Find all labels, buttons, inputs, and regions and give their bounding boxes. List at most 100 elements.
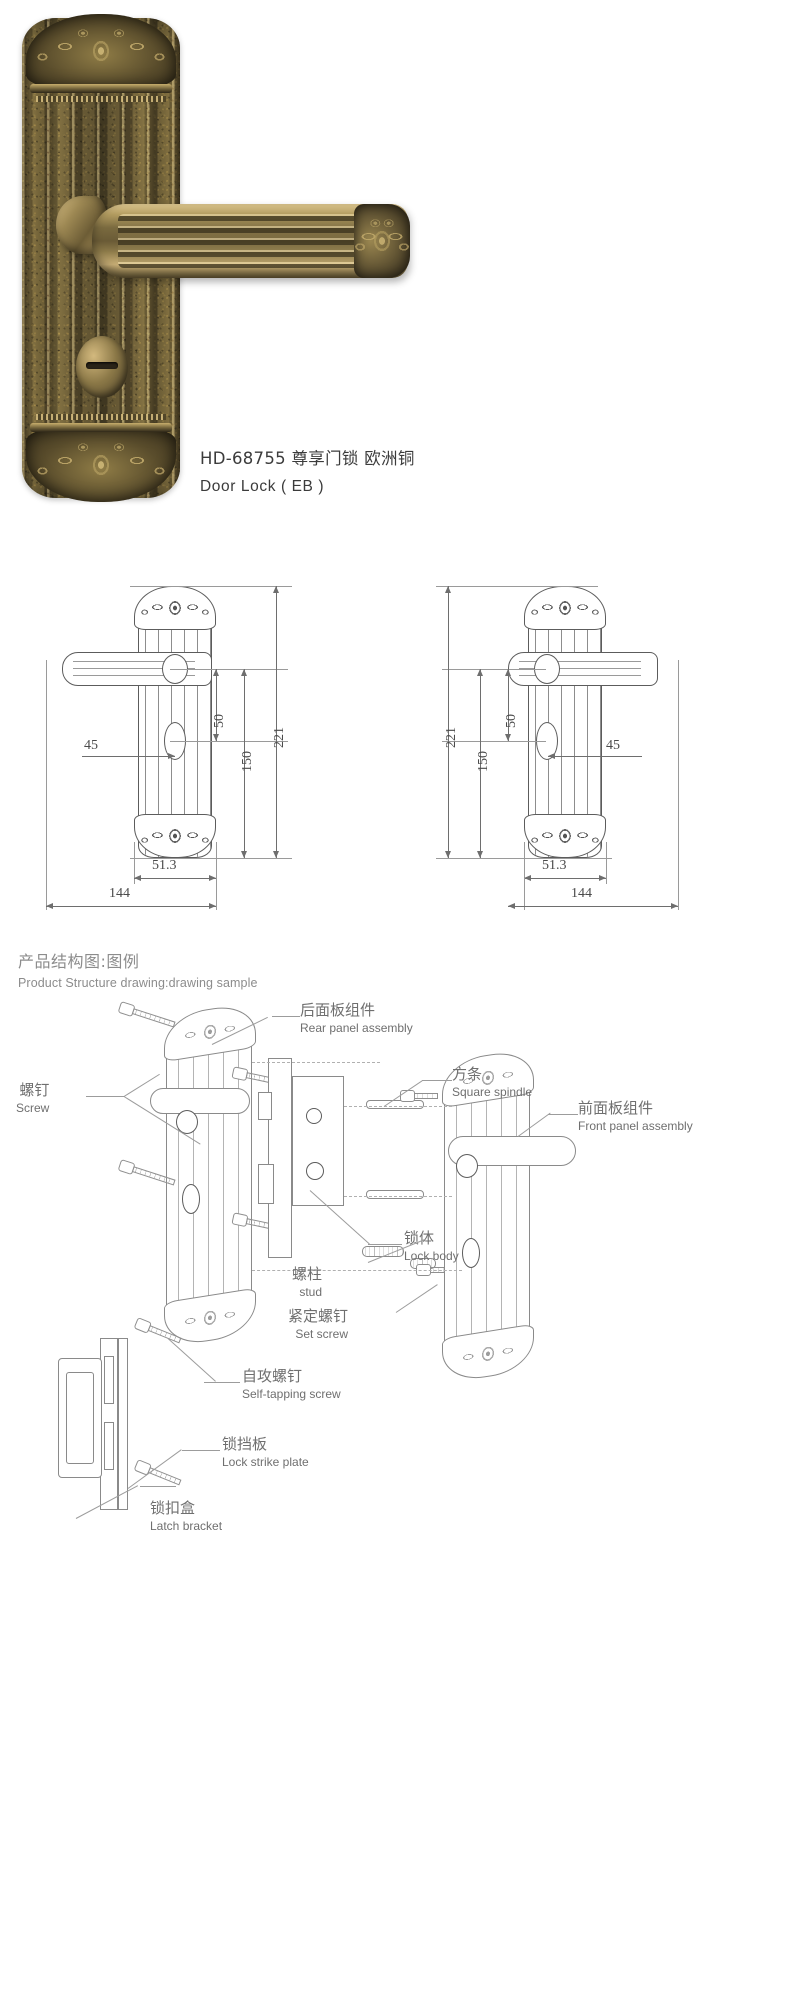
dim-arrow-51-3-left — [134, 875, 141, 881]
product-hero-section: HD-68755 尊享门锁 欧洲铜 Door Lock ( EB ) — [0, 0, 800, 560]
leader-self-tapping-tail — [204, 1382, 240, 1383]
leader-self-tapping — [167, 1338, 216, 1382]
screw-head-icon — [400, 1090, 415, 1102]
callout-en: Rear panel assembly — [300, 1021, 413, 1036]
dim-label-50: 50 — [212, 714, 227, 728]
dim-line-50 — [508, 669, 509, 741]
exploded-front-panel — [442, 1047, 534, 1385]
cad-top-ornament — [134, 586, 216, 630]
product-title-en: Door Lock ( EB ) — [200, 478, 325, 495]
dim-arrow-144-left — [508, 903, 515, 909]
lever-grooved-texture — [118, 214, 362, 268]
callout-zh: 自攻螺钉 — [242, 1367, 303, 1385]
ext-line-top — [436, 586, 598, 587]
callout-set-screw: 紧定螺钉 Set screw — [288, 1307, 349, 1342]
callout-zh: 锁扣盒 — [150, 1499, 196, 1517]
dimension-drawings-section: 50 150 221 45 51.3 144 — [0, 560, 800, 940]
structure-heading: 产品结构图:图例 Product Structure drawing:drawi… — [18, 948, 258, 990]
callout-en: Latch bracket — [150, 1519, 223, 1534]
dim-arrow-51-3-right — [599, 875, 606, 881]
ext-line-overall-right — [216, 878, 217, 910]
dim-label-221: 221 — [272, 727, 287, 748]
screw-shank-icon — [414, 1093, 438, 1099]
callout-zh: 前面板组件 — [578, 1099, 654, 1117]
dim-arrow-221-down — [273, 851, 279, 858]
ext-line-key-axis — [170, 741, 288, 742]
dim-arrow-144-right — [209, 903, 216, 909]
top-cap-lip — [30, 84, 172, 93]
dim-arrow-50-down — [213, 734, 219, 741]
callout-en: Front panel assembly — [578, 1119, 693, 1134]
callout-en: Square spindle — [452, 1085, 533, 1100]
dim-label-221: 221 — [444, 727, 459, 748]
dim-line-144 — [508, 906, 678, 907]
callout-en: Screw — [16, 1101, 50, 1116]
leader-lock-body-tail — [368, 1244, 402, 1245]
dim-arrow-45-right — [168, 753, 175, 759]
callout-en: Lock strike plate — [222, 1455, 309, 1470]
dim-arrow-150-down — [241, 851, 247, 858]
dim-line-45 — [548, 756, 642, 757]
callout-zh: 紧定螺钉 — [288, 1307, 349, 1325]
scrollwork-ornament-icon — [26, 14, 176, 88]
bottom-cap-lip — [30, 423, 172, 432]
dim-line-45 — [82, 756, 175, 757]
rear-panel-rose — [176, 1110, 198, 1134]
callout-zh: 锁挡板 — [222, 1435, 268, 1453]
front-panel-keyhole — [462, 1238, 480, 1268]
ext-line-handle-axis — [170, 669, 288, 670]
exploded-dead-bolt — [258, 1164, 274, 1204]
cad-top-ornament — [524, 586, 606, 630]
front-panel-rose — [456, 1154, 478, 1178]
assembly-guide-cylinder — [344, 1196, 452, 1197]
callout-lock-strike-plate: 锁挡板 Lock strike plate — [222, 1435, 309, 1470]
key-cylinder-keyhole — [76, 336, 128, 398]
dim-line-221 — [276, 586, 277, 858]
callout-en: Lock body — [404, 1249, 459, 1264]
ornate-bottom-cap — [26, 428, 176, 502]
callout-lock-body: 锁体 Lock body — [404, 1229, 459, 1264]
dim-arrow-50-up — [505, 669, 511, 676]
front-panel-fluting — [449, 1076, 525, 1356]
callout-front-panel-assembly: 前面板组件 Front panel assembly — [578, 1099, 693, 1134]
callout-stud: 螺柱 stud — [292, 1265, 322, 1300]
assembly-guide-bottom — [252, 1270, 462, 1271]
callout-latch-bracket: 锁扣盒 Latch bracket — [150, 1499, 223, 1534]
rear-panel-keyhole — [182, 1184, 200, 1214]
cad-bottom-ornament — [134, 814, 216, 858]
lever-handle — [92, 204, 410, 278]
dim-arrow-144-right — [671, 903, 678, 909]
screw-shank-icon — [131, 1008, 176, 1028]
dim-label-150: 150 — [476, 751, 491, 772]
exploded-latch-bolt — [258, 1092, 272, 1120]
strike-plate-hole-lower — [104, 1422, 114, 1470]
callout-square-spindle: 方条 Square spindle — [452, 1065, 533, 1100]
callout-zh: 螺钉 — [19, 1081, 50, 1099]
dim-label-51-3: 51.3 — [542, 858, 567, 873]
dim-arrow-50-up — [213, 669, 219, 676]
dim-arrow-51-3-right — [209, 875, 216, 881]
ornate-top-cap — [26, 14, 176, 88]
dim-arrow-150-down — [477, 851, 483, 858]
leader-strike-plate-tail — [182, 1450, 220, 1451]
dim-label-150: 150 — [240, 751, 255, 772]
dim-arrow-50-down — [505, 734, 511, 741]
dim-line-221 — [448, 586, 449, 858]
callout-zh: 锁体 — [404, 1229, 435, 1247]
leader-rear-panel-tail — [272, 1016, 300, 1017]
callout-zh: 方条 — [452, 1065, 483, 1083]
dim-line-51-3 — [134, 878, 216, 879]
exploded-lock-faceplate — [268, 1058, 292, 1258]
callout-rear-panel-assembly: 后面板组件 Rear panel assembly — [300, 1001, 413, 1036]
ext-line-plate-right — [216, 842, 217, 884]
dim-arrow-221-up — [273, 586, 279, 593]
product-caption: HD-68755 尊享门锁 欧洲铜 Door Lock ( EB ) — [200, 445, 415, 496]
strike-plate-hole-upper — [104, 1356, 114, 1404]
ext-line-top — [130, 586, 292, 587]
ext-line-overall-right — [678, 660, 679, 910]
leader-front-panel-tail — [548, 1114, 578, 1115]
dim-arrow-45-left — [548, 753, 555, 759]
strike-plate-edge — [118, 1338, 128, 1510]
callout-zh: 后面板组件 — [300, 1001, 376, 1019]
lever-ornate-end-cap — [354, 204, 410, 278]
